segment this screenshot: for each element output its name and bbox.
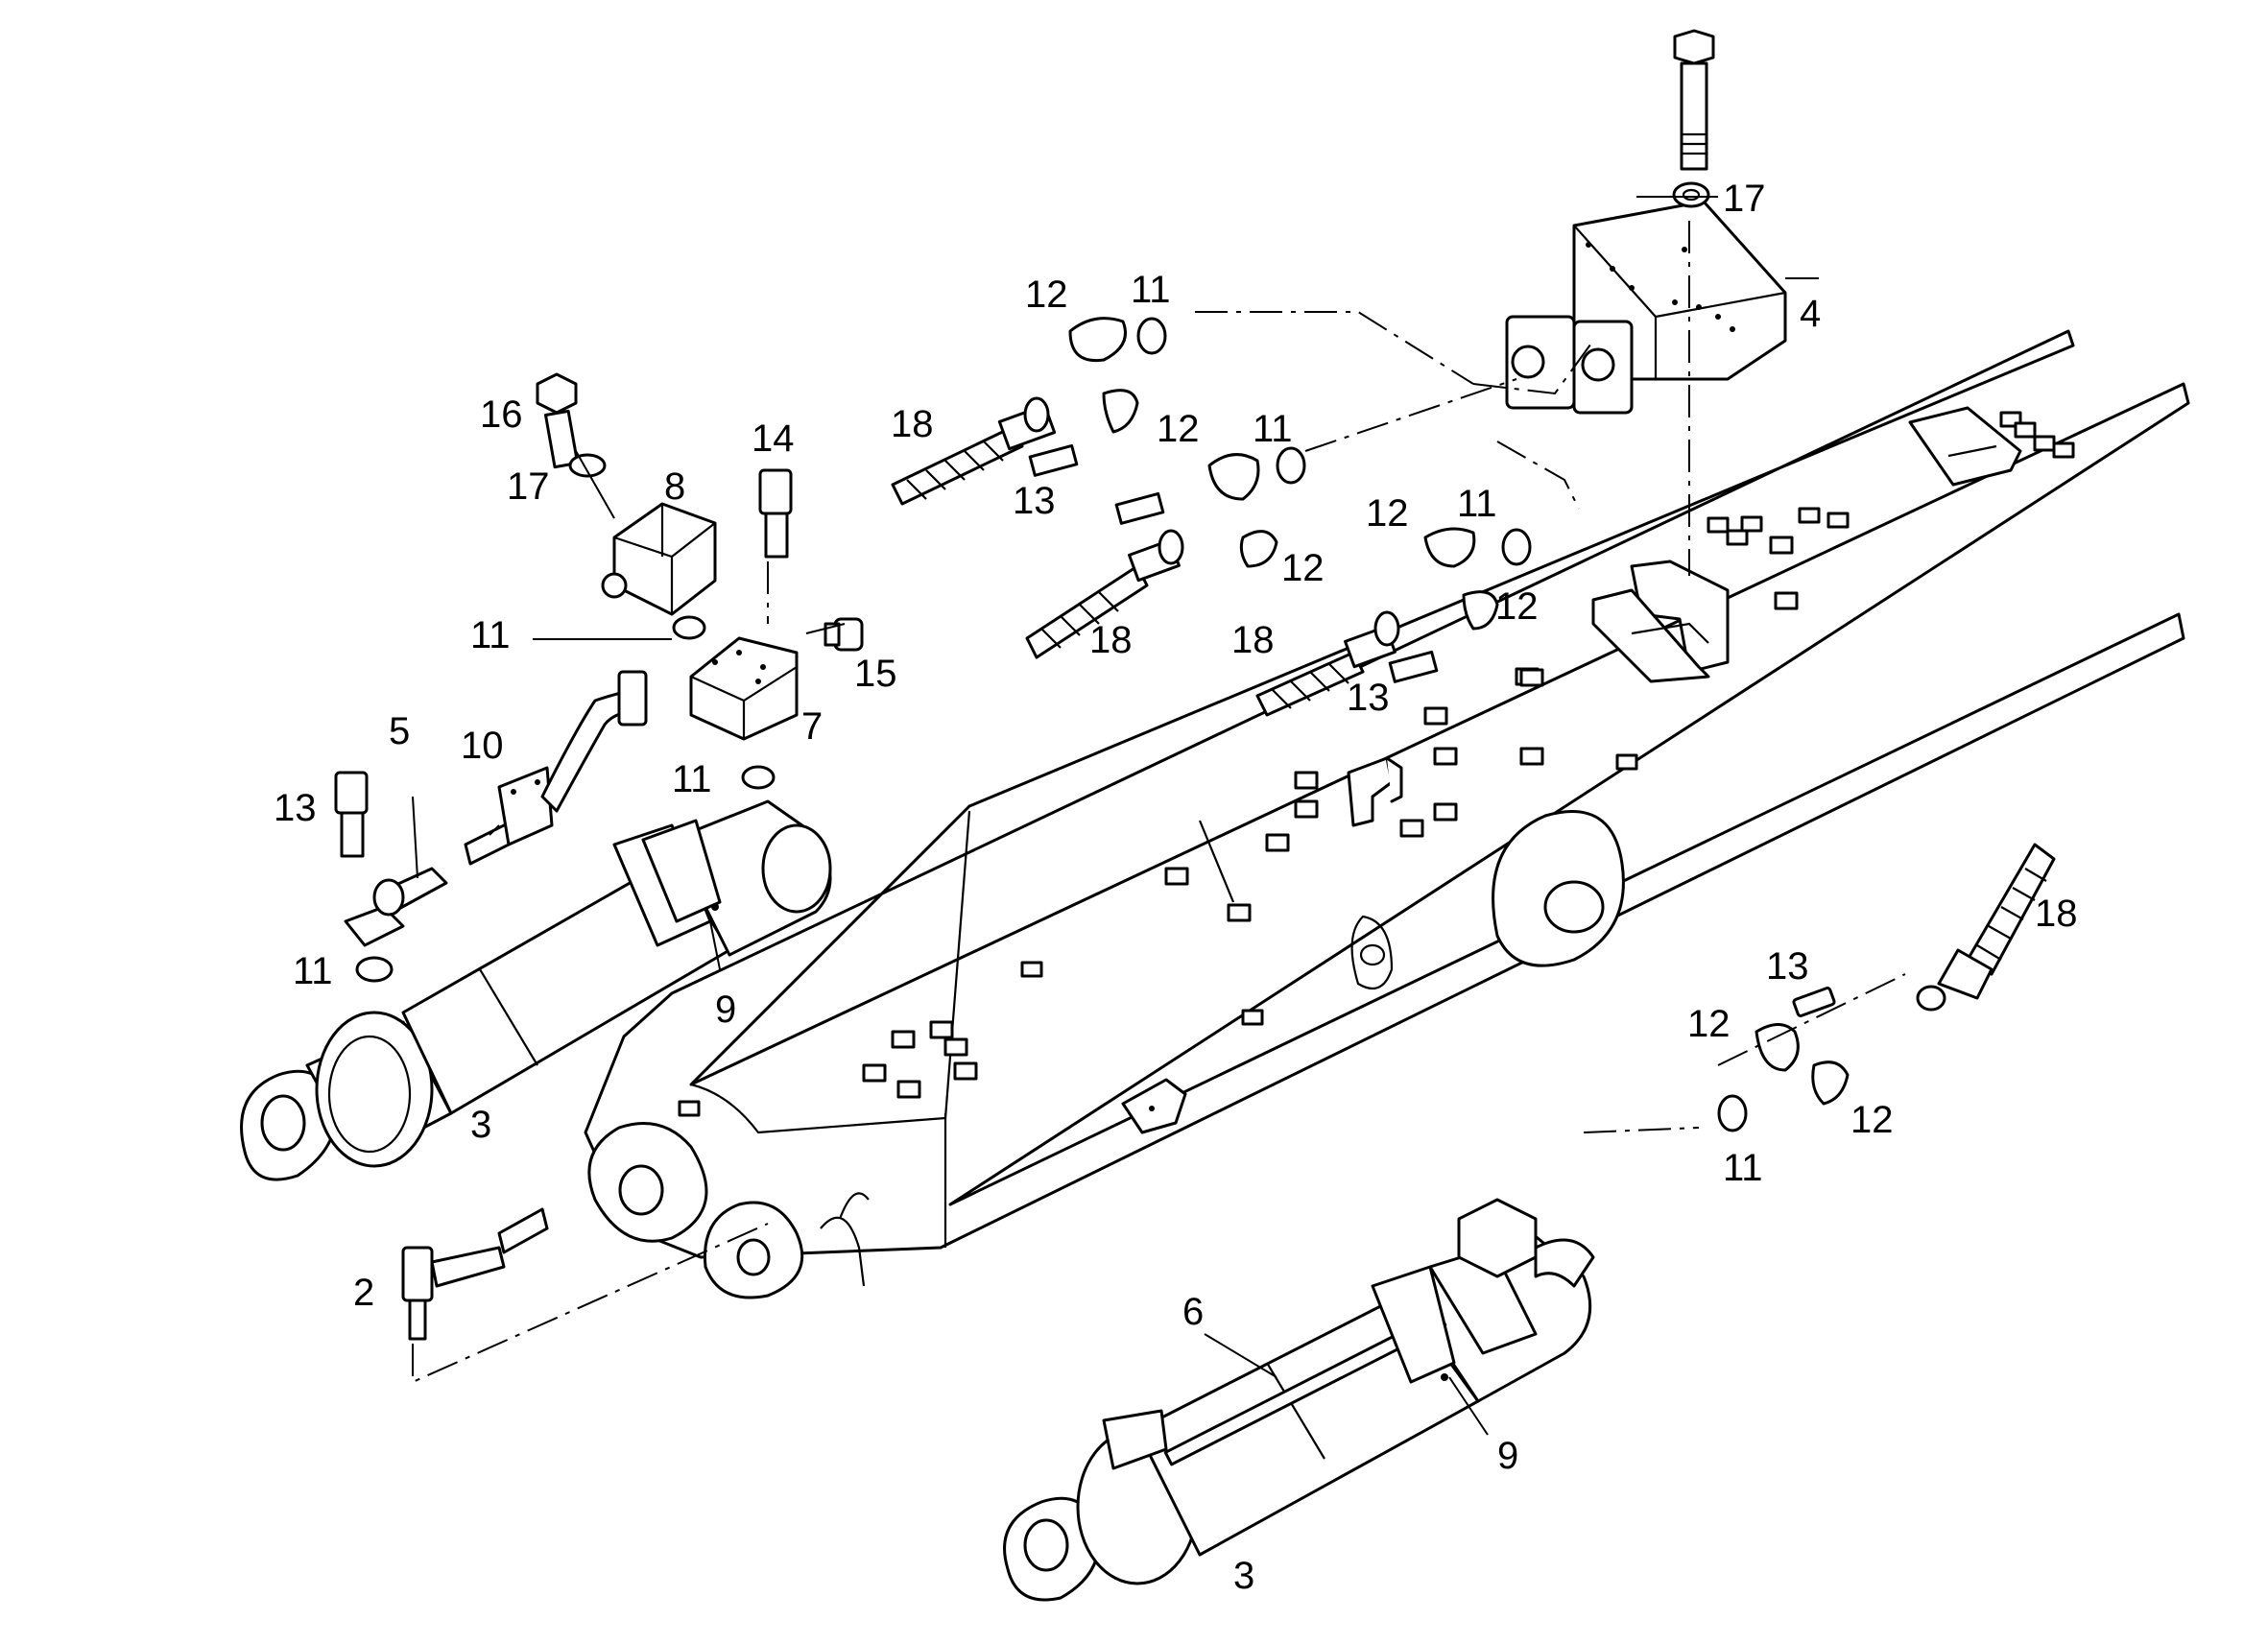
distribution-block [1505, 200, 1787, 415]
callout-13: 13 [1347, 677, 1390, 719]
callout-18: 18 [2035, 893, 2078, 935]
callout-12: 12 [1687, 1003, 1731, 1045]
callout-9: 9 [1497, 1435, 1518, 1477]
callout-10: 10 [461, 725, 504, 767]
callout-12: 12 [1366, 492, 1409, 535]
callout-11: 11 [1253, 408, 1293, 450]
boom-arm [584, 329, 2190, 1299]
callout-16: 16 [480, 393, 523, 436]
callout-12: 12 [1025, 274, 1068, 316]
callout-12: 12 [1281, 547, 1325, 589]
callout-7: 7 [801, 705, 823, 748]
valve-block-7 [689, 636, 799, 741]
bolt-13-left [334, 771, 369, 858]
cylinder-right [1003, 1227, 1592, 1602]
plug-15 [824, 617, 864, 652]
o-rings-left [355, 615, 776, 983]
block-right [1457, 1198, 1595, 1288]
bolt-14 [758, 468, 793, 559]
assembly-centerlines [412, 221, 1906, 1384]
callout-12: 12 [1850, 1099, 1894, 1141]
callout-17: 17 [507, 465, 550, 508]
callout-14: 14 [752, 417, 795, 460]
clamp-9-left [641, 819, 722, 923]
fitting-2 [401, 1207, 549, 1341]
hose-assembly-upper [891, 317, 1532, 717]
callout-8: 8 [664, 465, 685, 508]
callout-12: 12 [1495, 585, 1539, 628]
callout-15: 15 [854, 653, 897, 695]
arm-u-bracket [1121, 406, 2022, 1134]
callout-18: 18 [1231, 619, 1275, 661]
callout-11: 11 [470, 614, 511, 656]
callout-17: 17 [1723, 178, 1766, 220]
callout-11: 11 [672, 758, 712, 800]
boom-pin-boss [1350, 810, 1625, 990]
callout-11: 11 [1457, 483, 1497, 525]
arm-brackets [678, 411, 2075, 1117]
callout-18: 18 [891, 403, 934, 445]
valve-block-8 [601, 502, 717, 616]
callout-labels: 17 4 12 11 18 13 12 11 12 18 12 11 12 18… [274, 178, 2078, 1597]
bolt-17-top [1672, 29, 1715, 208]
callout-5: 5 [389, 710, 410, 752]
cylinder-left [240, 799, 832, 1181]
clamp-9-right [1371, 1265, 1456, 1384]
callout-3: 3 [470, 1104, 491, 1146]
callout-11: 11 [1131, 269, 1171, 311]
leader-lines [412, 196, 1819, 1436]
bolt-16 [536, 372, 607, 478]
callout-2: 2 [353, 1272, 374, 1314]
pipe-10 [464, 670, 648, 866]
callout-18: 18 [1089, 619, 1133, 661]
flange-5 [344, 867, 448, 947]
callout-4: 4 [1800, 293, 1821, 335]
hose-18-right [1717, 843, 2056, 1132]
callout-11: 11 [1723, 1147, 1763, 1189]
callout-12: 12 [1157, 408, 1200, 450]
callout-13: 13 [1013, 480, 1056, 522]
boom-clevis [587, 1122, 870, 1299]
callout-13: 13 [274, 787, 317, 829]
callout-13: 13 [1766, 945, 1809, 988]
callout-6: 6 [1182, 1291, 1204, 1333]
callout-3: 3 [1233, 1555, 1254, 1597]
callout-11: 11 [293, 950, 333, 992]
callout-9: 9 [715, 989, 736, 1031]
